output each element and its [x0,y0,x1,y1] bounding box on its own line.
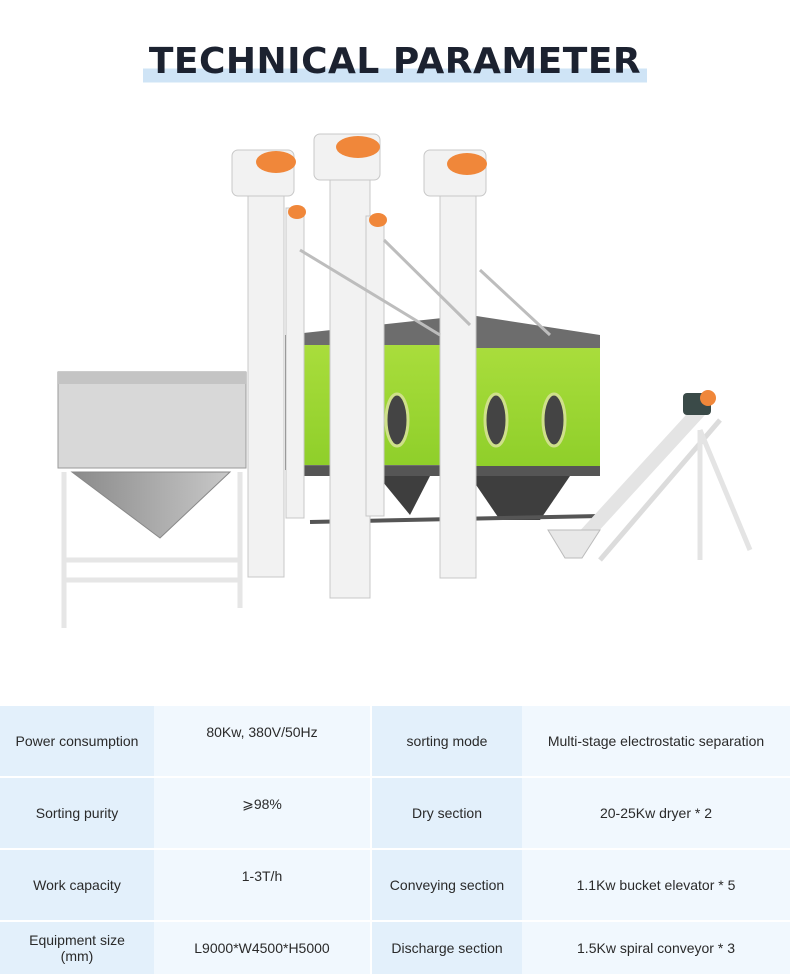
storage-hopper [57,371,247,628]
param-value: 1.1Kw bucket elevator * 5 [522,850,790,922]
param-label: Conveying section [370,850,522,922]
param-label: sorting mode [370,706,522,778]
param-label: Sorting purity [0,778,154,850]
table-row: Work capacity 1-3T/h Conveying section 1… [0,850,790,922]
spiral-conveyor [547,390,753,562]
table-row: Power consumption 80Kw, 380V/50Hz sortin… [0,706,790,778]
table-row: Sorting purity ⩾98% Dry section 20-25Kw … [0,778,790,850]
param-label: Work capacity [0,850,154,922]
machine-illustration [57,133,753,628]
param-value: 1.5Kw spiral conveyor * 3 [522,922,790,976]
param-value: 20-25Kw dryer * 2 [522,778,790,850]
param-label: Power consumption [0,706,154,778]
parameter-table: Power consumption 80Kw, 380V/50Hz sortin… [0,706,790,976]
param-value: L9000*W4500*H5000 [154,922,370,976]
param-value: 1-3T/h [154,850,370,922]
bucket-elevators [231,133,552,599]
table-row: Equipment size (mm) L9000*W4500*H5000 Di… [0,922,790,976]
title-area: TECHNICAL PARAMETER [0,40,790,86]
param-label: Dry section [370,778,522,850]
param-label: Equipment size (mm) [0,922,154,976]
param-value: 80Kw, 380V/50Hz [154,706,370,778]
page-title: TECHNICAL PARAMETER [142,40,648,86]
param-label: Discharge section [370,922,522,976]
param-value: Multi-stage electrostatic separation [522,706,790,778]
param-value: ⩾98% [154,778,370,850]
